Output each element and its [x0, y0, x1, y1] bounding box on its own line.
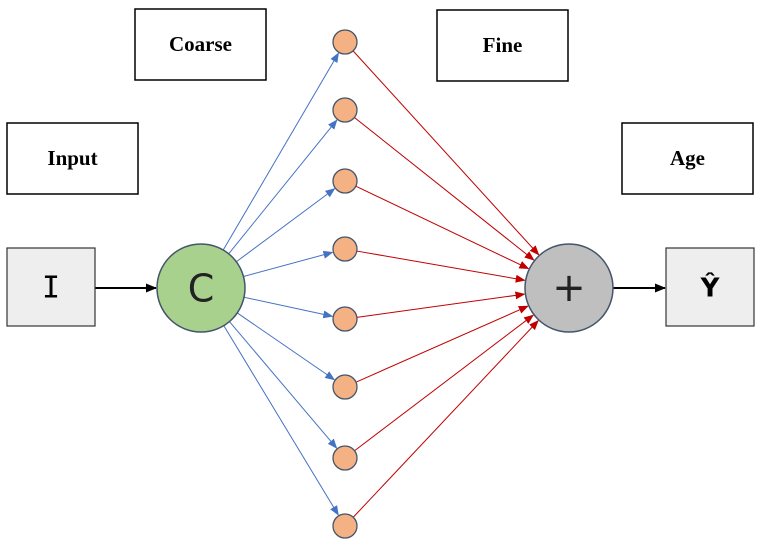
fine-label-box: Fine [436, 9, 569, 82]
coarse-to-fine-edge [236, 312, 336, 381]
fine-node [332, 29, 358, 55]
fine-label: Fine [483, 33, 523, 57]
age-label-box: Age [621, 122, 754, 195]
coarse-to-fine-edge [228, 119, 338, 255]
output-box: Ŷ [665, 247, 755, 327]
output-symbol: Ŷ [700, 272, 721, 304]
fine-to-sum-edge [356, 250, 526, 283]
coarse-to-fine-edge [243, 296, 334, 319]
age-label: Age [670, 146, 705, 170]
fine-node [332, 374, 358, 400]
input-symbol: I [42, 271, 60, 306]
coarse-to-fine-edge [223, 325, 339, 516]
coarse-to-fine-edge [229, 321, 338, 449]
input-label-box: Input [6, 122, 139, 195]
sum-node: + [524, 243, 614, 333]
coarse-to-fine-edge [236, 188, 336, 263]
coarse-label-box: Coarse [134, 8, 267, 81]
fine-node [332, 236, 358, 262]
fine-to-sum-edge [352, 320, 539, 518]
input-box: I [6, 247, 96, 327]
fine-to-sum-edge [352, 50, 540, 256]
fine-nodes-layer [332, 29, 358, 539]
fine-to-sum-edge [356, 291, 526, 318]
coarse-label: Coarse [169, 32, 232, 56]
fine-node [332, 513, 358, 539]
sum-node-symbol: + [552, 265, 586, 311]
fine-to-sum-edge [354, 314, 534, 452]
fine-node [332, 306, 358, 332]
fine-node [332, 97, 358, 123]
coarse-node: C [156, 243, 246, 333]
coarse-to-fine-edge [222, 52, 339, 251]
edges-layer [95, 50, 666, 518]
coarse-node-symbol: C [188, 267, 215, 311]
fine-to-sum-edge [355, 305, 529, 383]
input-label: Input [47, 146, 97, 170]
fine-node [332, 445, 358, 471]
coarse-to-fine-edge [243, 250, 334, 277]
fine-to-sum-edge [354, 117, 535, 261]
fine-to-sum-edge [355, 185, 530, 270]
fine-node [332, 168, 358, 194]
